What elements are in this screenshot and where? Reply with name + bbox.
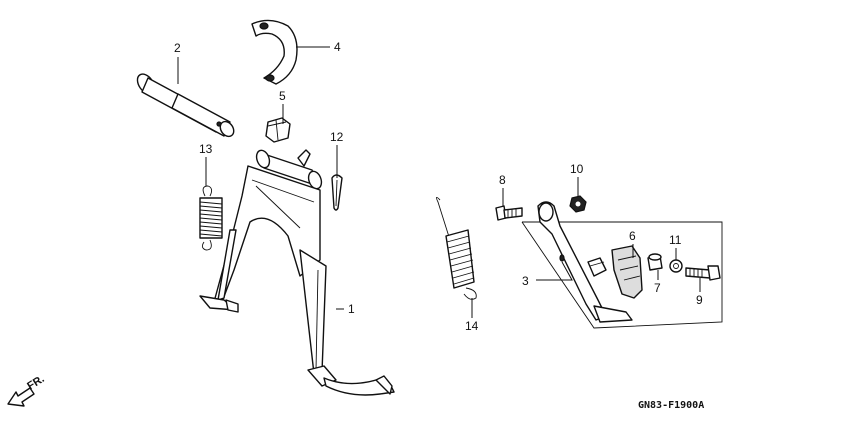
callout-5: 5 [279, 89, 286, 103]
nut-part [569, 195, 587, 213]
callout-7: 7 [654, 281, 661, 295]
side-stand-part [537, 201, 633, 323]
callout-10: 10 [570, 162, 584, 176]
washer-part [669, 259, 683, 273]
callout-14: 14 [465, 319, 479, 333]
callout-3: 3 [522, 274, 529, 288]
callout-4: 4 [334, 40, 341, 54]
callout-6: 6 [629, 229, 636, 243]
callout-9: 9 [696, 293, 703, 307]
pivot-shaft-part [136, 73, 235, 138]
callout-1: 1 [348, 302, 355, 316]
bolt-part [685, 265, 721, 281]
callout-2: 2 [174, 41, 181, 55]
side-stand-spring-part [435, 197, 477, 300]
front-direction-indicator: FR. [7, 373, 47, 407]
rubber-pad-part [611, 245, 643, 299]
callout-12: 12 [330, 130, 344, 144]
stand-spring-part [199, 185, 223, 251]
diagram-code: GN83-F1900A [638, 400, 704, 411]
front-arrow-icon [7, 387, 35, 407]
callout-labels: 1 2 3 4 5 6 7 8 9 10 11 12 13 14 [174, 40, 703, 333]
stop-bracket-part [251, 19, 298, 85]
cotter-pin-part [331, 174, 343, 211]
side-stand-assembly-frame [521, 221, 723, 329]
collar-part [647, 253, 663, 271]
leader-lines [177, 46, 701, 318]
callout-8: 8 [499, 173, 506, 187]
callout-11: 11 [669, 233, 682, 247]
pivot-bolt-part [495, 205, 523, 221]
stopper-rubber-part [265, 117, 291, 143]
main-stand-part [199, 149, 395, 396]
callout-13: 13 [199, 142, 213, 156]
